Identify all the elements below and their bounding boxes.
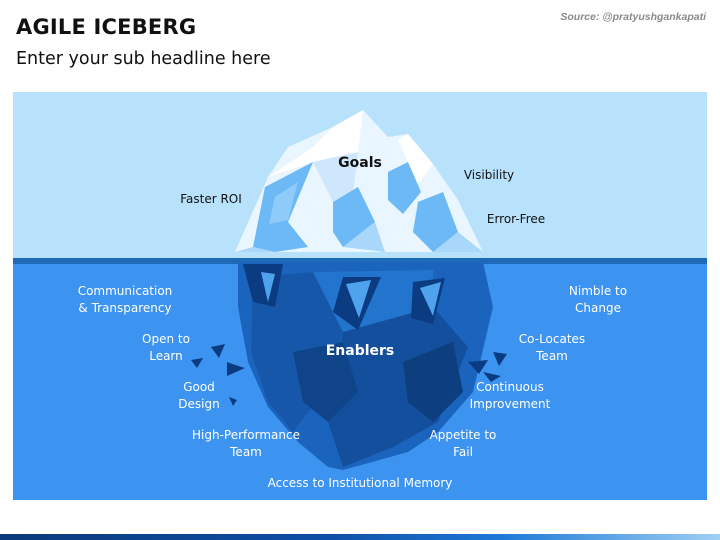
iceberg-underwater bbox=[238, 262, 493, 470]
iceberg-illustration bbox=[13, 92, 707, 500]
footer-bar bbox=[0, 534, 720, 540]
page-title: AGILE ICEBERG bbox=[16, 15, 197, 39]
nimble-label: Nimble to Change bbox=[568, 284, 628, 315]
institutional-memory-label: Access to Institutional Memory bbox=[267, 476, 453, 490]
waterline bbox=[13, 258, 707, 264]
visibility-label: Visibility bbox=[463, 168, 515, 182]
communication-label: Communication & Transparency bbox=[77, 284, 173, 315]
source-credit: Source: @pratyushgankapati bbox=[560, 11, 706, 23]
iceberg-tip bbox=[235, 110, 483, 252]
iceberg-diagram: Goals Faster ROI Visibility Error-Free E… bbox=[13, 92, 707, 500]
goals-label: Goals bbox=[338, 155, 382, 171]
high-performance-label: High-Performance Team bbox=[192, 428, 300, 459]
co-locates-label: Co-Locates Team bbox=[518, 332, 586, 363]
ice-fragments bbox=[191, 344, 507, 406]
good-design-label: Good Design bbox=[178, 380, 220, 411]
appetite-to-fail-label: Appetite to Fail bbox=[429, 428, 497, 459]
enablers-label: Enablers bbox=[325, 343, 395, 359]
continuous-improvement-label: Continuous Improvement bbox=[469, 380, 551, 411]
faster-roi-label: Faster ROI bbox=[180, 192, 242, 206]
page-subtitle: Enter your sub headline here bbox=[16, 49, 271, 69]
error-free-label: Error-Free bbox=[486, 212, 546, 226]
open-to-learn-label: Open to Learn bbox=[142, 332, 190, 363]
